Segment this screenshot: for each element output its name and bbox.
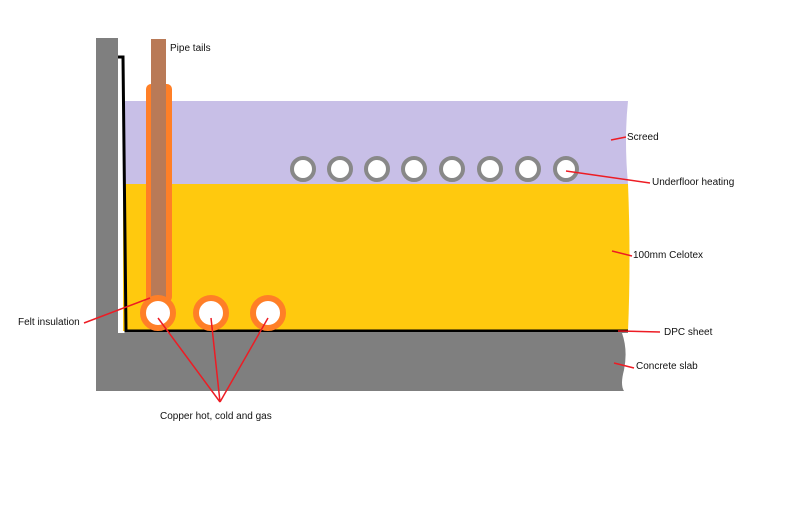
underfloor-pipe-icon bbox=[290, 156, 316, 182]
label-dpc-sheet: DPC sheet bbox=[664, 327, 713, 338]
underfloor-pipe-icon bbox=[477, 156, 503, 182]
concrete-slab bbox=[96, 38, 626, 391]
label-felt-insulation: Felt insulation bbox=[18, 317, 80, 328]
leader-copper-3 bbox=[219, 317, 269, 403]
leader-dpc bbox=[617, 330, 661, 333]
copper-pipe-tail bbox=[151, 39, 166, 301]
leader-screed bbox=[610, 136, 627, 141]
leader-underfloor bbox=[565, 170, 651, 184]
leader-concrete bbox=[613, 362, 635, 369]
underfloor-pipe-icon bbox=[439, 156, 465, 182]
leader-copper-2 bbox=[210, 317, 221, 403]
underfloor-pipe-icon bbox=[364, 156, 390, 182]
label-copper-pipes: Copper hot, cold and gas bbox=[160, 411, 272, 422]
underfloor-pipe-icon bbox=[553, 156, 579, 182]
leader-celotex bbox=[611, 250, 633, 257]
underfloor-pipe-icon bbox=[327, 156, 353, 182]
dpc-sheet bbox=[118, 55, 628, 333]
underfloor-pipe-icon bbox=[515, 156, 541, 182]
label-pipe-tails: Pipe tails bbox=[170, 43, 211, 54]
underfloor-heating-pipes bbox=[290, 156, 579, 182]
copper-pipe-icon bbox=[250, 295, 286, 331]
underfloor-pipe-icon bbox=[401, 156, 427, 182]
celotex-layer bbox=[123, 184, 630, 331]
label-celotex: 100mm Celotex bbox=[633, 250, 704, 261]
label-underfloor-heating: Underfloor heating bbox=[652, 177, 735, 188]
label-concrete-slab: Concrete slab bbox=[636, 361, 698, 372]
copper-pipe-icon bbox=[140, 295, 176, 331]
label-screed: Screed bbox=[627, 132, 659, 143]
leader-copper-1 bbox=[157, 317, 221, 403]
screed-layer bbox=[123, 101, 628, 184]
leader-lines bbox=[83, 136, 661, 403]
copper-pipes bbox=[140, 295, 286, 331]
leader-felt bbox=[83, 297, 151, 324]
copper-pipe-icon bbox=[193, 295, 229, 331]
